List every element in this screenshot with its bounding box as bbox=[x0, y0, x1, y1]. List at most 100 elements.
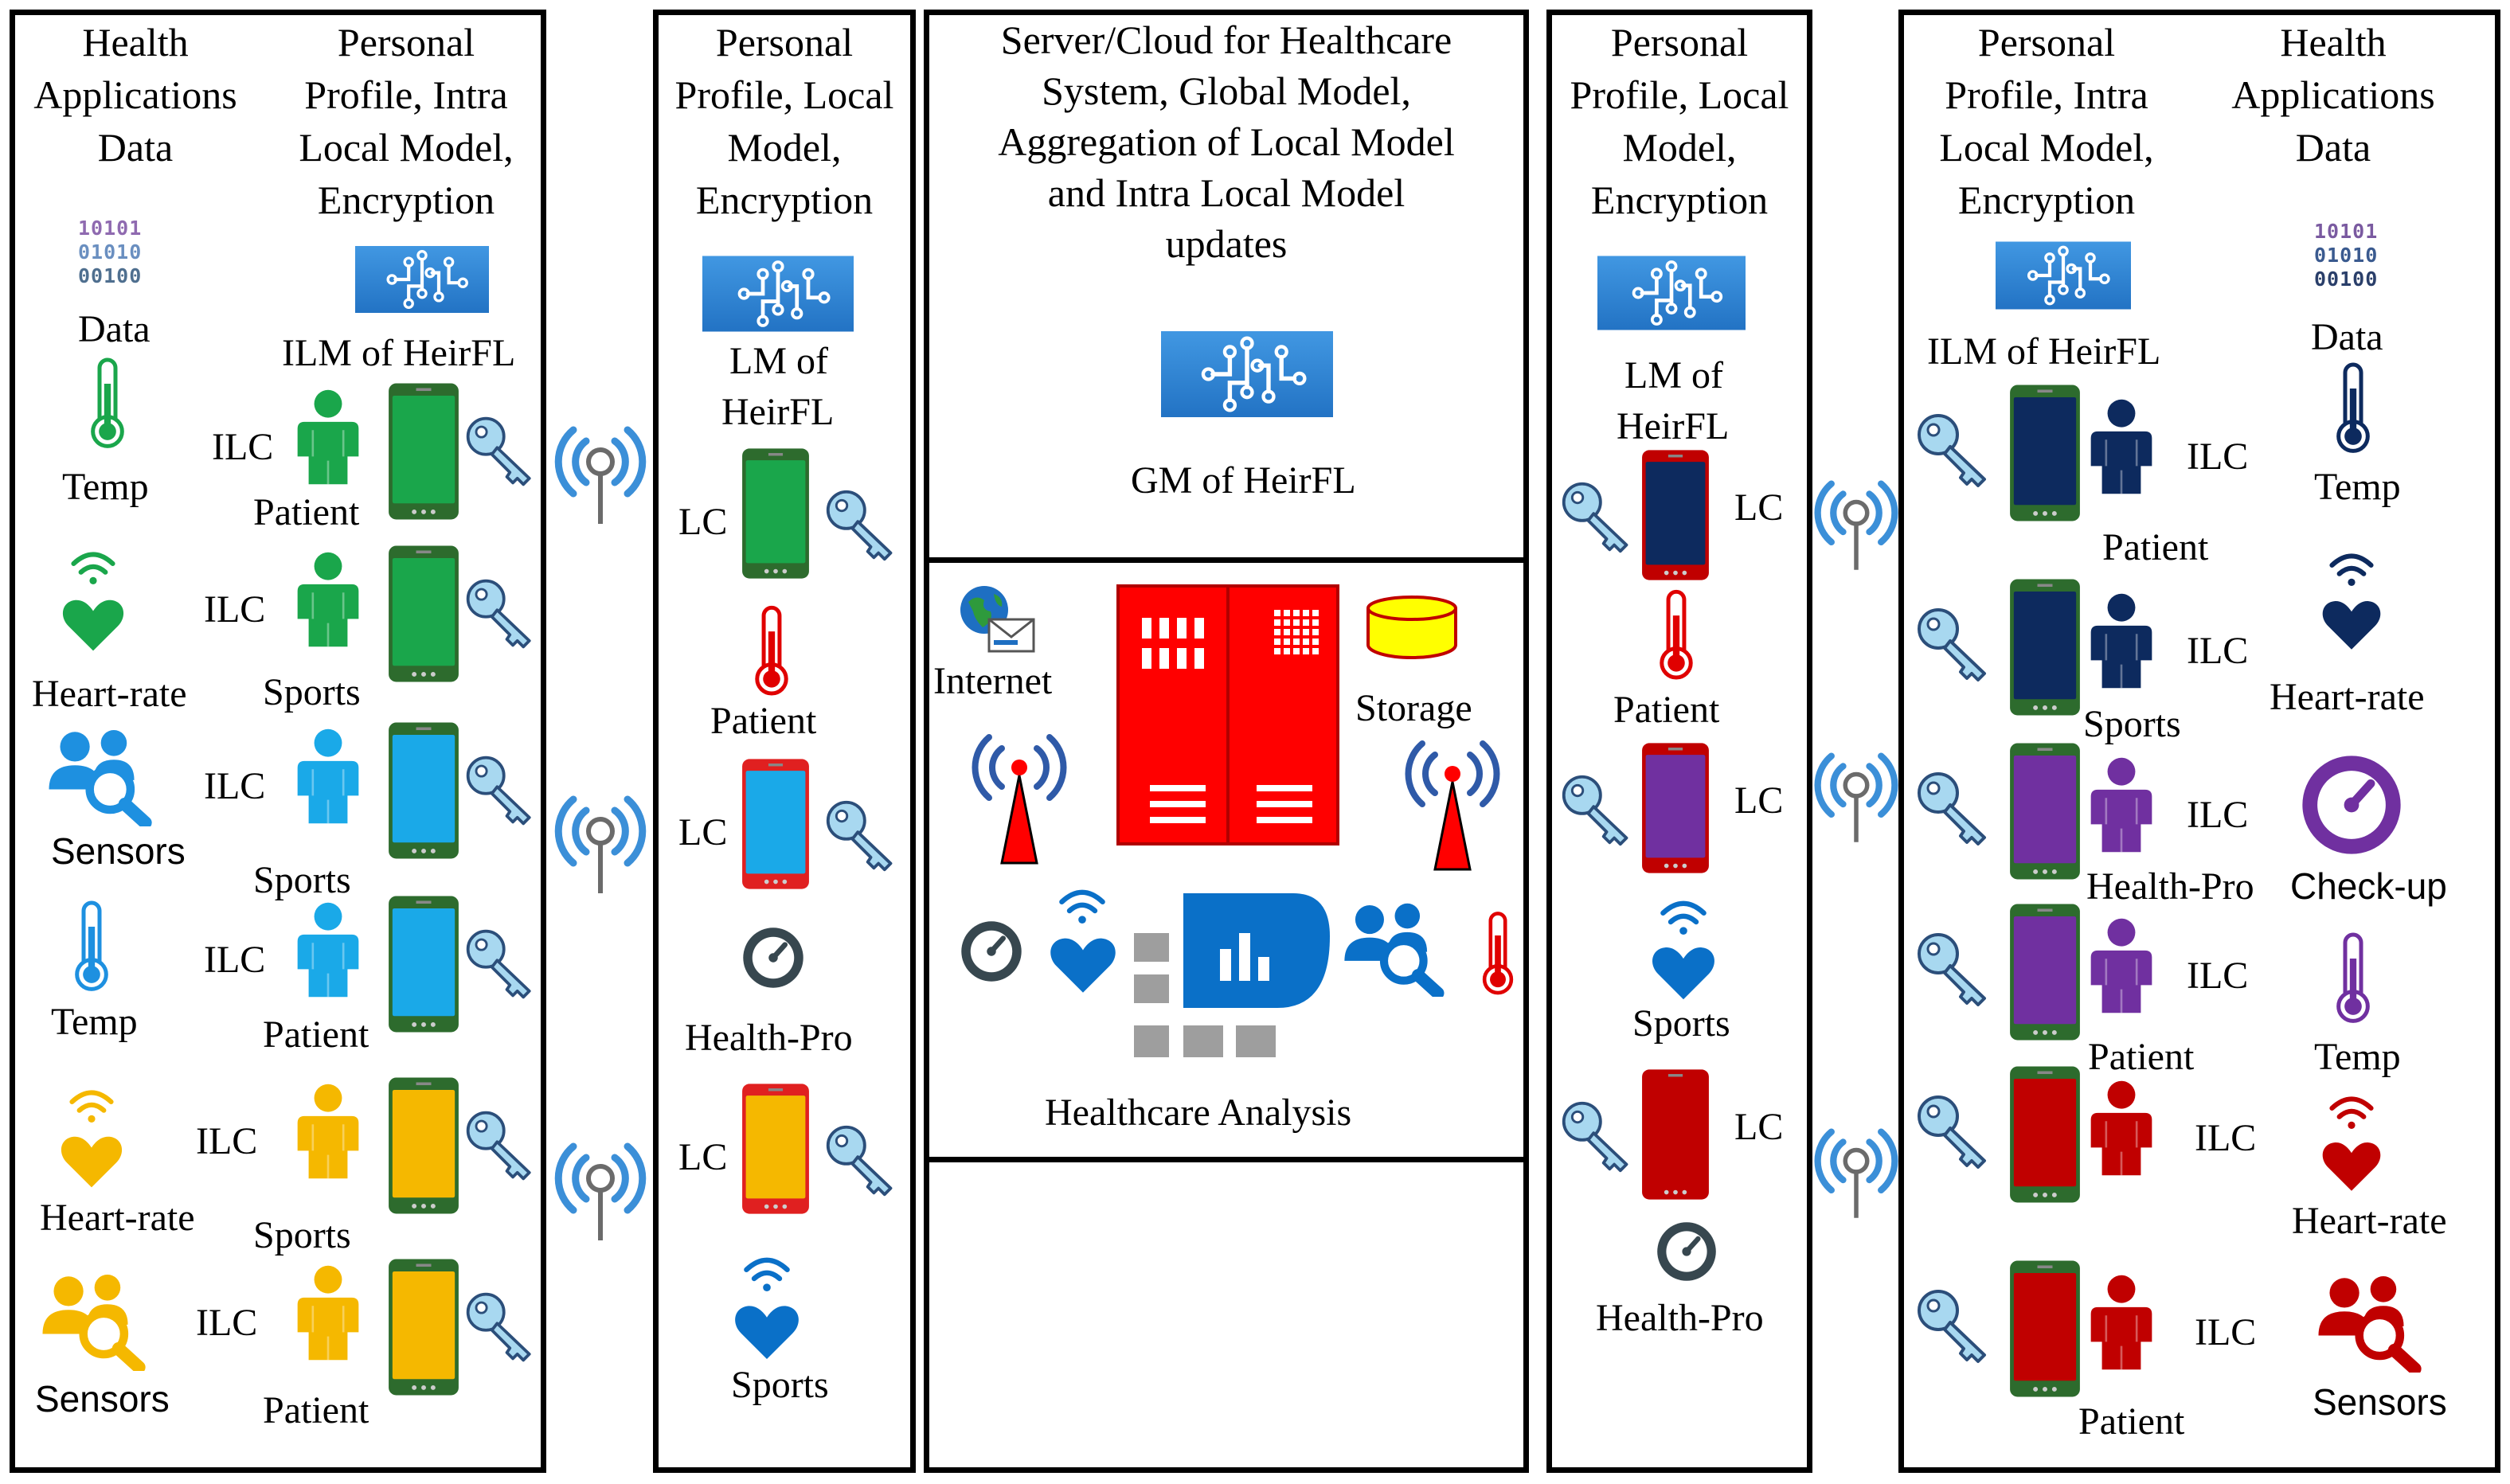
smartphone-icon bbox=[2010, 904, 2080, 1041]
right-local-header: Personal Profile, Local Model, Encryptio… bbox=[1548, 16, 1811, 226]
internet-globe-icon bbox=[960, 586, 1035, 653]
person-icon bbox=[293, 1083, 363, 1180]
header-line: System, Global Model, bbox=[1042, 68, 1411, 113]
header-line: Profile, Intra bbox=[1945, 72, 2148, 117]
row-label: ILC bbox=[196, 1120, 258, 1162]
smartphone-icon bbox=[742, 448, 809, 579]
header-line: Health bbox=[82, 20, 189, 64]
heart-icon bbox=[1648, 936, 1718, 1006]
gauge-icon bbox=[1655, 1220, 1718, 1283]
row-label: ILC bbox=[204, 588, 266, 631]
wifi-icon bbox=[2320, 1092, 2383, 1129]
cell-tower-icon bbox=[1405, 740, 1500, 871]
right-profile-header: Personal Profile, Intra Local Model, Enc… bbox=[1911, 16, 2182, 226]
left-local-header: Personal Profile, Local Model, Encryptio… bbox=[655, 16, 914, 226]
key-icon bbox=[823, 487, 900, 564]
smartphone-icon bbox=[1642, 743, 1709, 873]
left-local-panel bbox=[653, 10, 916, 1473]
model-label: LM of bbox=[1624, 354, 1723, 396]
thermometer-icon bbox=[2333, 931, 2373, 1025]
person-icon bbox=[2086, 1274, 2156, 1371]
row-label: Patient bbox=[1613, 689, 1720, 731]
person-icon bbox=[2086, 592, 2156, 689]
heart-icon bbox=[59, 589, 127, 658]
app-label: Heart-rate bbox=[40, 1197, 195, 1239]
smartphone-icon bbox=[2010, 743, 2080, 880]
row-label: Sports bbox=[253, 1214, 351, 1256]
thermometer-icon bbox=[2333, 361, 2373, 455]
global-model-label: GM of HeirFL bbox=[1131, 459, 1356, 502]
key-icon bbox=[463, 414, 538, 489]
row-label: LC bbox=[678, 501, 728, 543]
row-label: LC bbox=[1734, 779, 1784, 822]
model-chip-icon bbox=[702, 250, 854, 338]
model-label: HeirFL bbox=[721, 391, 835, 433]
person-icon bbox=[2086, 917, 2156, 1014]
key-icon bbox=[1914, 411, 1994, 490]
app-label: Temp bbox=[2314, 466, 2401, 508]
person-icon bbox=[293, 389, 363, 486]
header-line: Server/Cloud for Healthcare bbox=[1000, 18, 1452, 62]
left-profile-header: Personal Profile, Intra Local Model, Enc… bbox=[271, 16, 541, 226]
smartphone-icon bbox=[1642, 450, 1709, 580]
wifi-icon bbox=[62, 548, 124, 584]
row-label: ILC bbox=[2195, 1311, 2257, 1353]
app-label: Heart-rate bbox=[2292, 1200, 2447, 1242]
row-label: Sports bbox=[253, 859, 351, 901]
key-icon bbox=[463, 576, 538, 651]
model-label: HeirFL bbox=[1617, 405, 1730, 447]
header-line: Aggregation of Local Model bbox=[998, 119, 1455, 164]
row-label: Sports bbox=[731, 1364, 829, 1406]
smartphone-icon bbox=[1642, 1069, 1709, 1200]
header-line: Data bbox=[97, 125, 174, 170]
key-icon bbox=[1914, 605, 1994, 685]
row-label: ILC bbox=[2187, 435, 2249, 478]
smartphone-icon bbox=[389, 1259, 459, 1396]
row-label: Health-Pro bbox=[685, 1017, 853, 1059]
model-label: LM of bbox=[729, 340, 828, 382]
header-line: Model, bbox=[727, 125, 842, 170]
key-icon bbox=[1914, 930, 1994, 1010]
key-icon bbox=[823, 798, 900, 874]
cell-tower-icon bbox=[972, 734, 1067, 865]
row-label: Patient bbox=[710, 700, 817, 742]
key-icon bbox=[463, 753, 538, 828]
row-label: Patient bbox=[2078, 1400, 2185, 1443]
row-label: ILC bbox=[212, 426, 274, 468]
thermometer-icon bbox=[1656, 589, 1696, 681]
header-line: Personal bbox=[1610, 20, 1749, 64]
thermometer-icon bbox=[1480, 908, 1516, 1000]
header-line: Profile, Local bbox=[1570, 72, 1789, 117]
wifi-icon bbox=[61, 1086, 123, 1123]
row-label: LC bbox=[678, 811, 728, 853]
row-label: ILC bbox=[2195, 1117, 2257, 1159]
global-model-chip-icon bbox=[1161, 312, 1333, 436]
row-label: ILC bbox=[204, 939, 266, 981]
key-icon bbox=[1559, 1099, 1636, 1175]
person-icon bbox=[2086, 1080, 2156, 1177]
header-line: Applications bbox=[2231, 72, 2435, 117]
header-line: Encryption bbox=[317, 178, 495, 222]
wifi-icon bbox=[1050, 885, 1115, 924]
gauge-icon bbox=[2298, 752, 2405, 858]
header-line: Encryption bbox=[695, 178, 874, 222]
header-line: Encryption bbox=[1957, 178, 2136, 222]
model-label: ILM of HeirFL bbox=[1927, 330, 2161, 373]
row-label: Sports bbox=[2083, 703, 2181, 745]
smartphone-icon bbox=[742, 1084, 809, 1214]
key-icon bbox=[463, 1108, 538, 1183]
header-line: Personal bbox=[1977, 20, 2116, 64]
heart-icon bbox=[2319, 1132, 2384, 1197]
header-line: Data bbox=[2295, 125, 2371, 170]
row-label: ILC bbox=[204, 765, 266, 807]
header-line: Encryption bbox=[1590, 178, 1769, 222]
header-line: Local Model, bbox=[299, 125, 514, 170]
row-label: ILC bbox=[2187, 630, 2249, 672]
header-line: Model, bbox=[1622, 125, 1737, 170]
app-label: Temp bbox=[51, 1001, 138, 1043]
header-line: Local Model, bbox=[1939, 125, 2154, 170]
wireless-antenna-icon bbox=[553, 422, 648, 525]
key-icon bbox=[1914, 769, 1994, 849]
app-label: Sensors bbox=[35, 1378, 170, 1420]
